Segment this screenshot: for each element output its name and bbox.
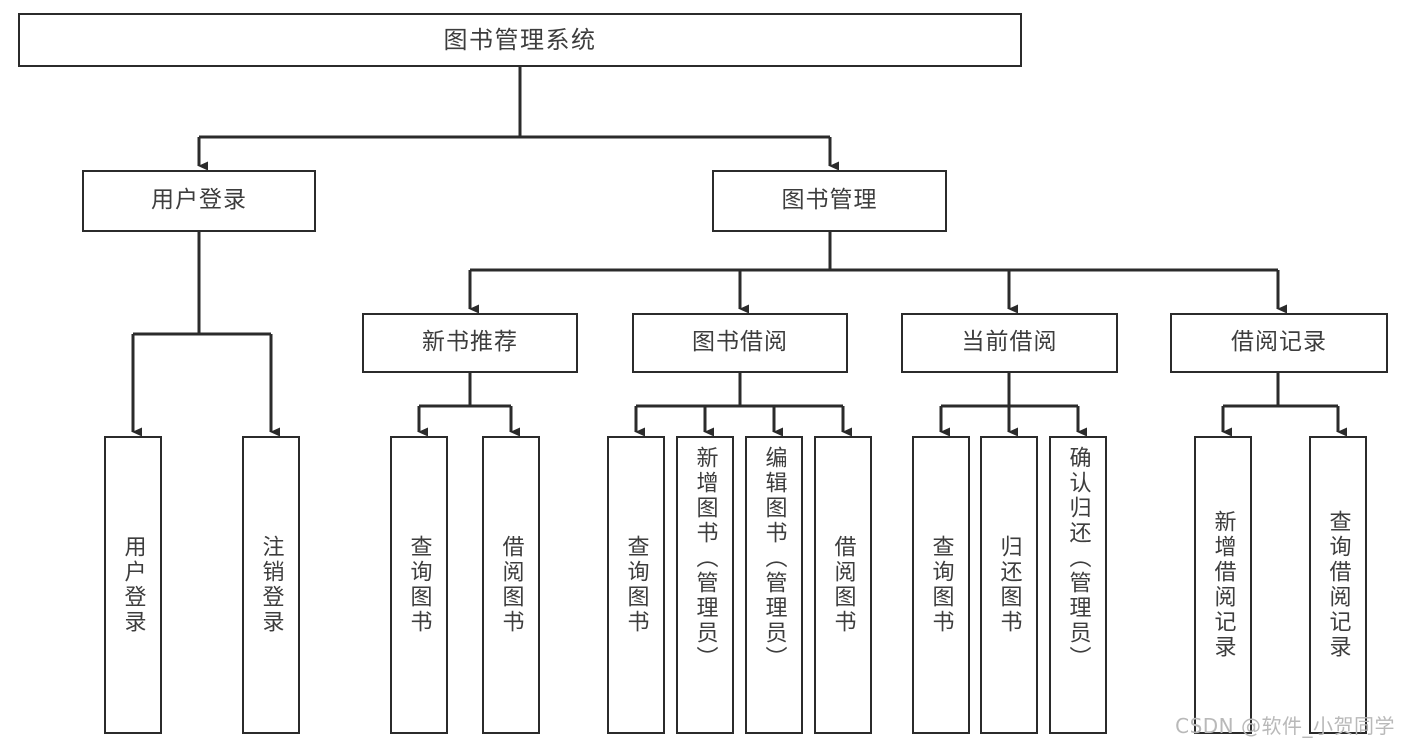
csdn-watermark: CSDN @软件_小贺同学	[1175, 714, 1395, 738]
node-new-book-recommend[interactable]: 新书推荐	[362, 313, 578, 373]
node-label: 编辑图书（管理员）	[761, 446, 787, 671]
node-label: 当前借阅	[961, 329, 1058, 356]
node-label: 查询图书	[928, 535, 954, 635]
leaf-confirm-return-admin[interactable]: 确认归还（管理员）	[1049, 436, 1107, 734]
node-current-borrow[interactable]: 当前借阅	[901, 313, 1118, 373]
leaf-logout-login[interactable]: 注销登录	[242, 436, 300, 734]
node-label: 新书推荐	[422, 329, 518, 356]
node-label: 归还图书	[996, 535, 1022, 635]
node-label: 新增借阅记录	[1210, 510, 1236, 660]
node-label: 图书管理系统	[443, 25, 597, 54]
node-label: 新增图书（管理员）	[692, 446, 718, 671]
leaf-borrow-book-borrow[interactable]: 借阅图书	[814, 436, 872, 734]
leaf-return-book[interactable]: 归还图书	[980, 436, 1038, 734]
node-label: 借阅图书	[830, 535, 856, 635]
node-label: 借阅记录	[1231, 329, 1327, 356]
leaf-add-borrow-record[interactable]: 新增借阅记录	[1194, 436, 1252, 734]
node-user-login[interactable]: 用户登录	[82, 170, 316, 232]
leaf-query-book-borrow[interactable]: 查询图书	[607, 436, 665, 734]
leaf-add-book-admin[interactable]: 新增图书（管理员）	[676, 436, 734, 734]
node-label: 确认归还（管理员）	[1065, 446, 1091, 671]
node-label: 用户登录	[151, 187, 247, 214]
node-label: 注销登录	[258, 535, 284, 635]
node-book-borrow[interactable]: 图书借阅	[632, 313, 848, 373]
node-label: 借阅图书	[498, 535, 524, 635]
leaf-query-book-new-recommend[interactable]: 查询图书	[390, 436, 448, 734]
node-label: 查询图书	[406, 535, 432, 635]
node-book-management[interactable]: 图书管理	[712, 170, 947, 232]
leaf-query-borrow-record[interactable]: 查询借阅记录	[1309, 436, 1367, 734]
leaf-query-book-current[interactable]: 查询图书	[912, 436, 970, 734]
leaf-borrow-book-new-recommend[interactable]: 借阅图书	[482, 436, 540, 734]
node-label: 查询借阅记录	[1325, 510, 1351, 660]
leaf-edit-book-admin[interactable]: 编辑图书（管理员）	[745, 436, 803, 734]
node-label: 图书管理	[781, 187, 878, 214]
node-root-book-management-system[interactable]: 图书管理系统	[18, 13, 1022, 67]
node-label: 查询图书	[623, 535, 649, 635]
node-label: 图书借阅	[692, 329, 788, 356]
node-borrow-record[interactable]: 借阅记录	[1170, 313, 1388, 373]
node-label: 用户登录	[120, 535, 146, 635]
leaf-user-login[interactable]: 用户登录	[104, 436, 162, 734]
